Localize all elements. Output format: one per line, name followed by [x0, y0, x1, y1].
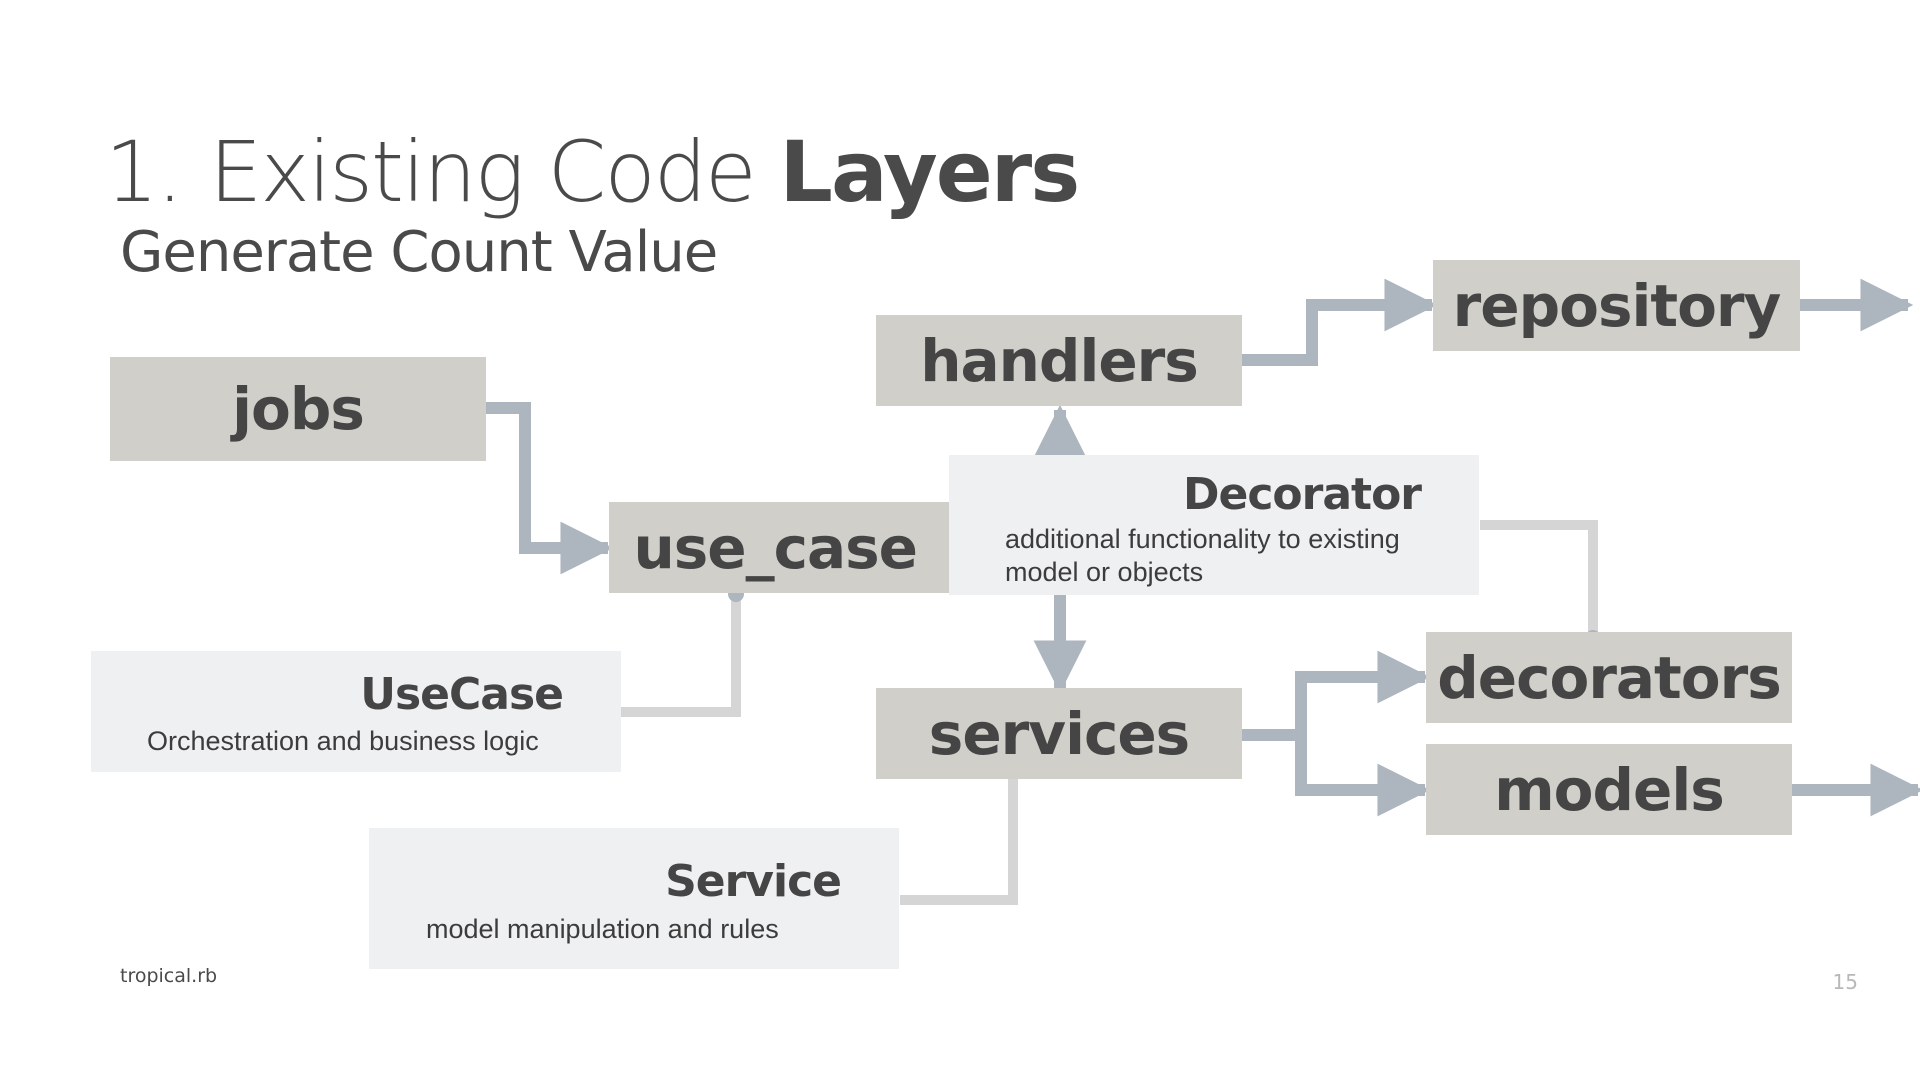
layer-box-use-case: use_case [609, 502, 949, 593]
note-usecase-description: Orchestration and business logic [147, 726, 539, 756]
layer-label-repository: repository [1452, 271, 1782, 340]
arrow-handlers-to-repository [1242, 278, 1438, 366]
callout-usecase-to-use-case [621, 594, 741, 717]
arrow-jobs-to-use-case [486, 402, 614, 575]
note-decorator-title: Decorator [1182, 469, 1422, 520]
title-light-text: Existing Code [209, 123, 757, 221]
layer-label-use-case: use_case [633, 513, 918, 582]
note-decorator-description: additional functionality to existing mod… [1005, 524, 1400, 587]
note-usecase: UseCase Orchestration and business logic [91, 651, 621, 772]
layer-label-jobs: jobs [232, 375, 365, 443]
note-usecase-title: UseCase [360, 669, 564, 720]
layer-box-services: services [876, 688, 1242, 779]
page-number: 15 [1832, 970, 1858, 994]
layer-label-decorators: decorators [1437, 643, 1782, 712]
layer-label-services: services [928, 699, 1190, 768]
layer-box-decorators: decorators [1426, 632, 1792, 723]
note-service-title: Service [665, 856, 842, 907]
note-service-description: model manipulation and rules [426, 914, 779, 944]
arrow-services-to-models [1295, 735, 1431, 817]
layer-label-handlers: handlers [920, 326, 1199, 395]
arrow-services-to-decorators [1242, 650, 1431, 741]
layer-box-repository: repository [1433, 260, 1800, 351]
note-service: Service model manipulation and rules [369, 828, 899, 969]
callout-decorator-to-decorators [1480, 520, 1598, 638]
title-bold-text: Layers [779, 123, 1080, 221]
layer-label-models: models [1494, 755, 1725, 824]
callout-service-to-services [900, 770, 1018, 905]
footer-brand: tropical.rb [120, 965, 218, 987]
slide-subtitle: Generate Count Value [120, 220, 718, 285]
layer-box-jobs: jobs [110, 357, 486, 461]
layer-box-models: models [1426, 744, 1792, 835]
slide-title: 1.Existing Code Layers [105, 130, 1080, 214]
note-decorator: Decorator additional functionality to ex… [949, 455, 1479, 595]
layer-box-handlers: handlers [876, 315, 1242, 406]
title-number: 1. [105, 123, 183, 221]
